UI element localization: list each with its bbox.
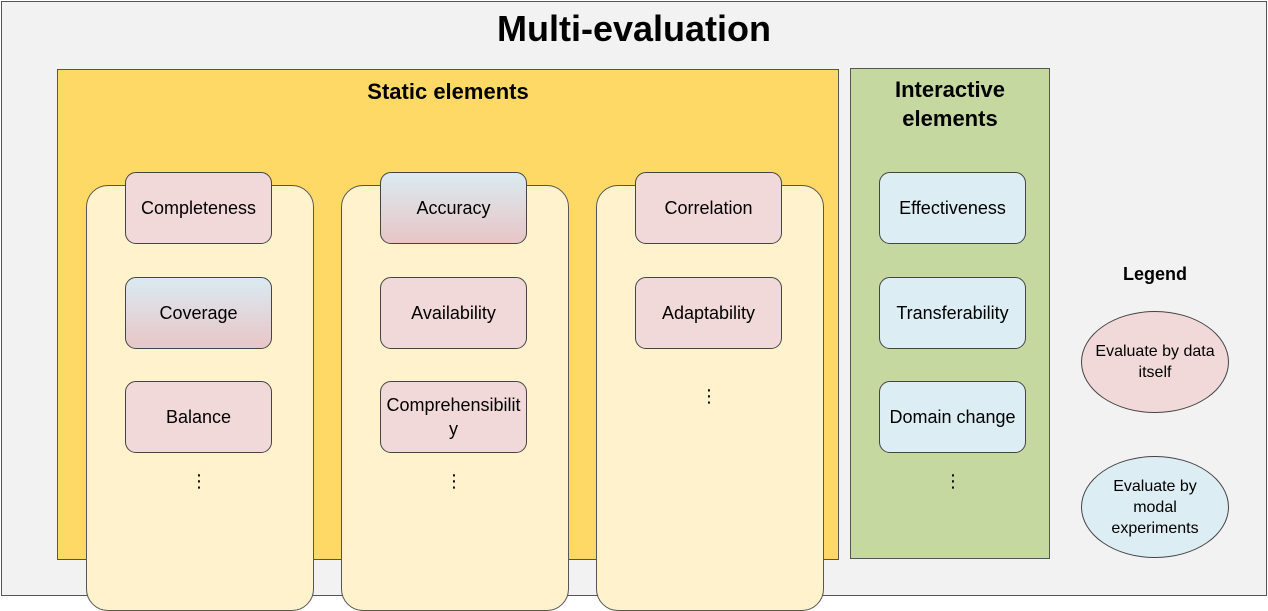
- availability-node: Availability: [380, 277, 527, 349]
- effectiveness-node: Effectiveness: [879, 172, 1026, 244]
- accuracy-node: Accuracy: [380, 172, 527, 244]
- formal-quality-ellipsis: ⋮: [445, 471, 463, 491]
- legend-data-itself: Evaluate by data itself: [1081, 311, 1229, 413]
- completeness-node: Completeness: [125, 172, 272, 244]
- correlation-node: Correlation: [635, 172, 782, 244]
- transferability-node: Transferability: [879, 277, 1026, 349]
- legend-title: Legend: [1122, 264, 1187, 284]
- utility-quality-ellipsis: ⋮: [700, 386, 718, 406]
- legend-modal-experiments: Evaluate by modal experiments: [1081, 456, 1229, 558]
- diagram-title: Multi-evaluation: [496, 8, 771, 49]
- interactive-ellipsis: ⋮: [944, 471, 962, 491]
- content-quality-ellipsis: ⋮: [190, 471, 208, 491]
- adaptability-node: Adaptability: [635, 277, 782, 349]
- interactive-elements-title: Interactive elements: [894, 77, 1006, 131]
- coverage-node: Coverage: [125, 277, 272, 349]
- domain-change-node: Domain change: [879, 381, 1026, 453]
- balance-node: Balance: [125, 381, 272, 453]
- static-elements-title: Static elements: [367, 79, 529, 104]
- comprehensibility-node: Comprehensibility: [380, 381, 527, 453]
